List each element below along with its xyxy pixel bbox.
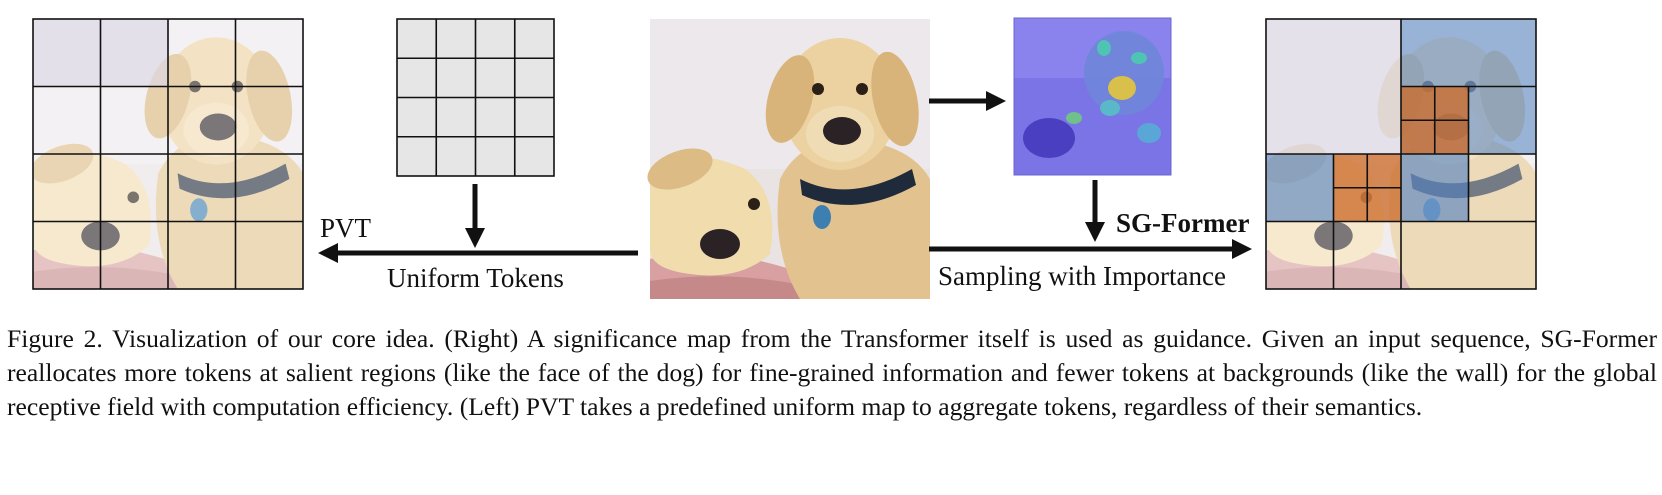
input-image <box>641 19 930 299</box>
pvt-output-image <box>32 18 304 290</box>
uniform-token-grid <box>396 18 555 177</box>
uniform-tokens-label: Uniform Tokens <box>387 263 564 293</box>
significance-map <box>1013 17 1172 176</box>
sampling-with-importance-label: Sampling with Importance <box>938 261 1226 291</box>
pvt-label: PVT <box>320 213 372 243</box>
sg-former-label: SG-Former <box>1116 208 1249 238</box>
sg-former-output-image <box>1265 18 1537 290</box>
figure-caption: Figure 2. Visualization of our core idea… <box>7 324 1657 421</box>
arrows <box>318 91 1252 263</box>
figure-2: PVT Uniform Tokens SG-Former Sampling wi… <box>32 17 1537 299</box>
